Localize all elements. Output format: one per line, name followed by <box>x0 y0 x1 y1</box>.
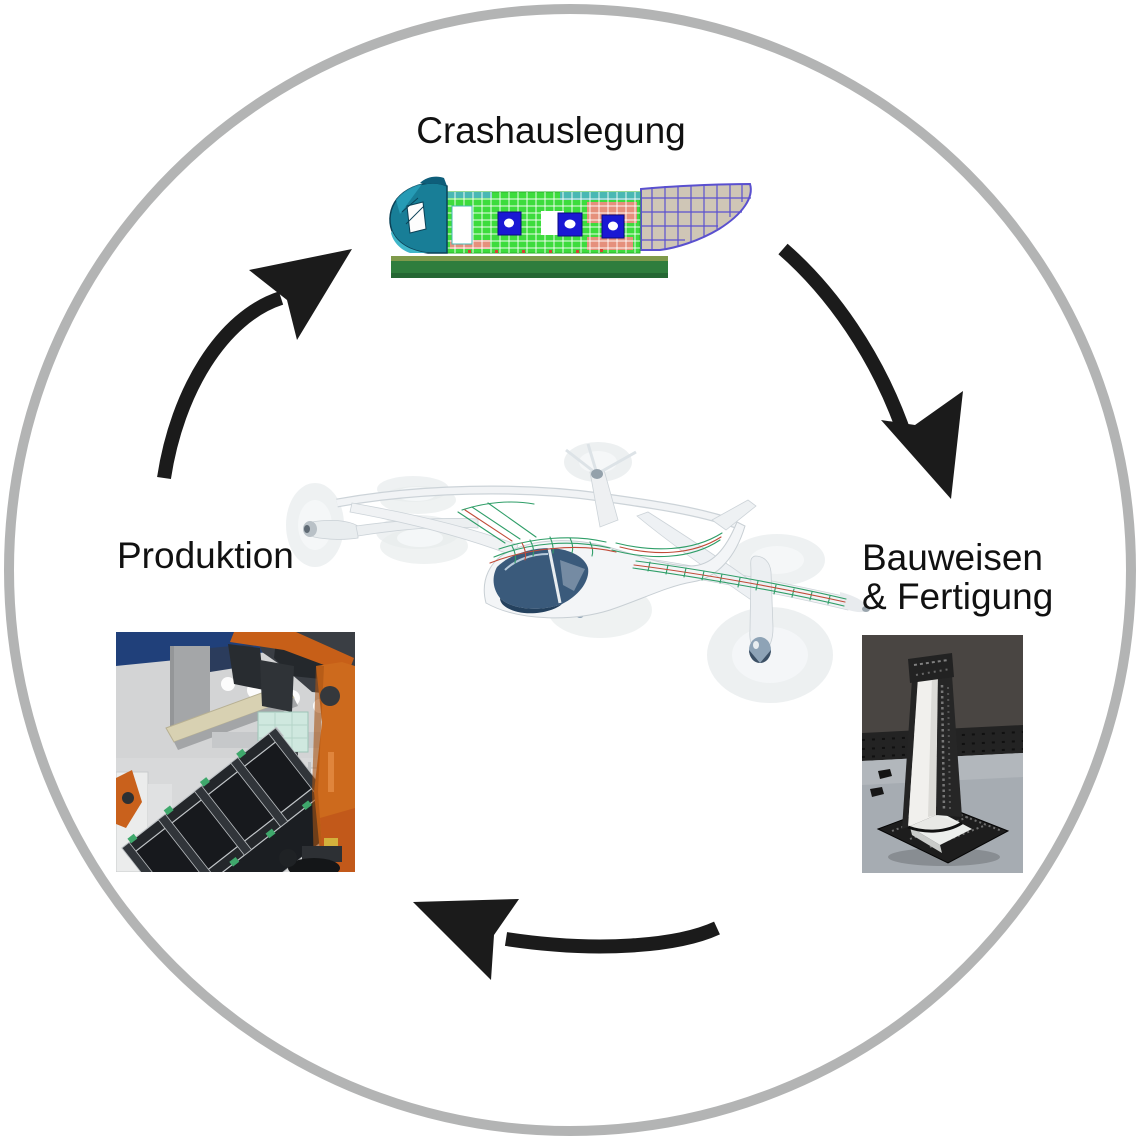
produktion-photo <box>116 632 355 872</box>
tail-wireframe <box>640 182 752 251</box>
arrowhead-left <box>249 249 352 340</box>
stage-label-crashauslegung: Crashauslegung <box>416 110 686 151</box>
air-taxi-illustration <box>286 442 870 703</box>
stage-label-produktion: Produktion <box>117 535 294 576</box>
composite-part <box>876 653 1010 864</box>
fuselage-windows <box>497 211 625 239</box>
crash-ground-bar <box>391 256 668 278</box>
composite-frame-structure <box>121 726 345 872</box>
arrowhead-right <box>881 391 963 499</box>
crash-simulation-illustration <box>389 176 752 278</box>
simulation-mesh-lines <box>457 501 847 607</box>
fuselage <box>457 501 847 619</box>
canopy <box>493 547 589 614</box>
contact-markers <box>468 249 603 253</box>
arrowhead-bottom <box>413 899 519 980</box>
cycle-ring <box>4 4 1136 1136</box>
stage-label-bauweisen-line1: Bauweisen <box>862 537 1044 578</box>
fuselage-body-mesh <box>446 191 641 254</box>
robot-base <box>279 808 355 872</box>
stage-label-bauweisen-fertigung: Bauweisen & Fertigung <box>862 538 1053 616</box>
overhead-robot-arm <box>230 632 354 674</box>
green-clamps <box>127 748 312 867</box>
arrow-bauweisen-to-produktion <box>413 899 720 980</box>
cockpit-section <box>389 176 448 254</box>
arrow-crashauslegung-to-bauweisen <box>778 243 963 499</box>
composite-part-photo <box>862 635 1023 873</box>
stage-label-bauweisen-line2: & Fertigung <box>862 576 1054 617</box>
arrow-produktion-to-crashauslegung <box>157 249 352 480</box>
